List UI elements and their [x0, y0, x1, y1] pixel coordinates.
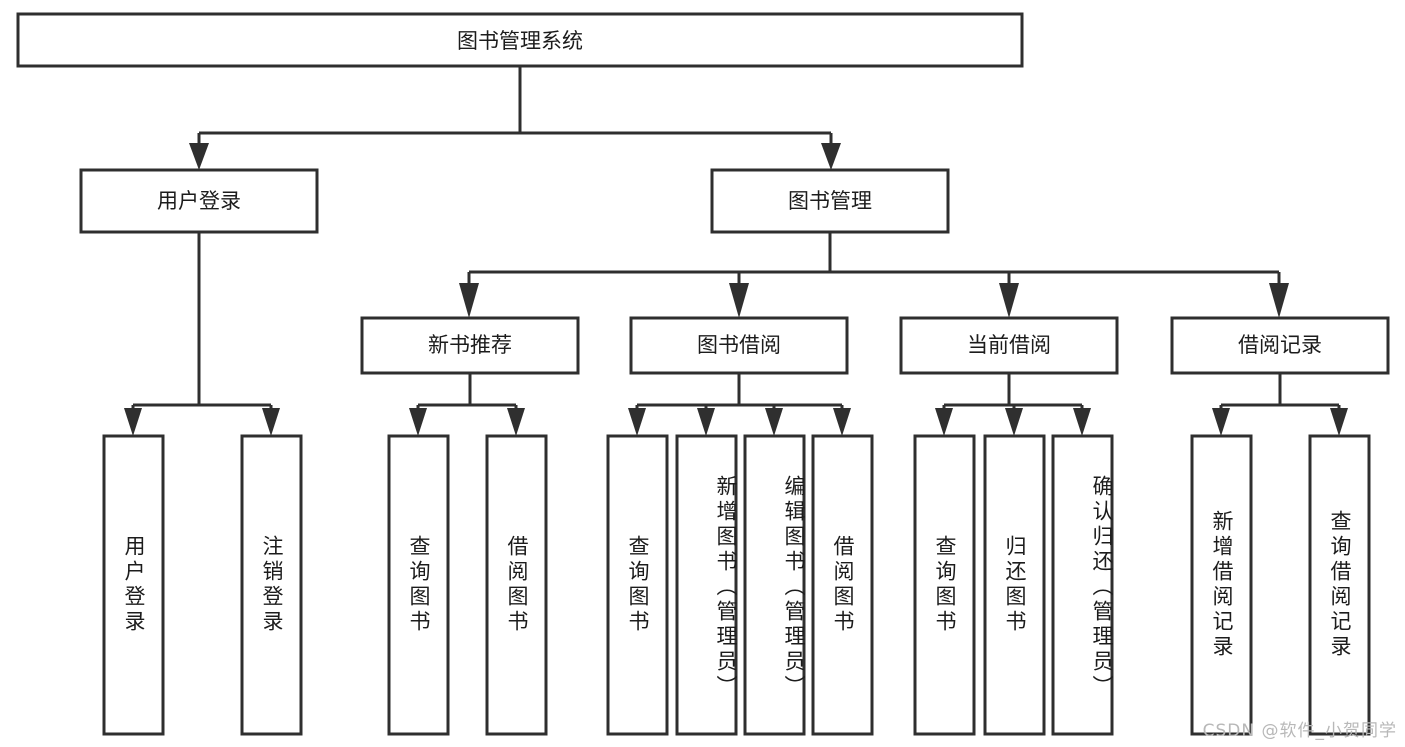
connector-user-login-to-leaves	[124, 232, 280, 436]
arrow-to-book-manage	[821, 143, 841, 170]
connector-borrow-record-to-leaves	[1212, 373, 1348, 436]
leaf-box-10[interactable]	[1051, 434, 1114, 736]
new-book-recommend-label: 新书推荐	[428, 333, 512, 357]
user-login-label: 用户登录	[157, 189, 241, 213]
book-borrow-label: 图书借阅	[697, 333, 781, 357]
root-box	[16, 12, 1024, 68]
node-book-manage[interactable]: 图书管理	[710, 168, 950, 234]
leaf-box-4[interactable]	[606, 434, 669, 736]
leaf-box-2[interactable]	[387, 434, 450, 736]
node-user-login[interactable]: 用户登录	[79, 168, 319, 234]
connector-new-book-recommend-to-leaves	[409, 373, 525, 436]
user-login-box	[79, 168, 319, 234]
leaf-box-12[interactable]	[1308, 434, 1371, 736]
leaf-boxes	[102, 434, 1371, 736]
node-current-borrow[interactable]: 当前借阅	[899, 316, 1119, 375]
node-root[interactable]: 图书管理系统	[16, 12, 1024, 68]
current-borrow-label: 当前借阅	[967, 333, 1051, 357]
node-book-borrow[interactable]: 图书借阅	[629, 316, 849, 375]
connector-book-borrow-to-leaves	[628, 373, 851, 436]
leaf-box-9[interactable]	[983, 434, 1046, 736]
connector-root-to-level2	[189, 66, 841, 170]
watermark: CSDN @软件_小贺同学	[1202, 721, 1397, 741]
leaf-box-11[interactable]	[1190, 434, 1253, 736]
node-new-book-recommend[interactable]: 新书推荐	[360, 316, 580, 375]
connector-book-manage-to-level3	[459, 232, 1289, 318]
leaf-box-8[interactable]	[913, 434, 976, 736]
leaf-box-3[interactable]	[485, 434, 548, 736]
current-borrow-box	[899, 316, 1119, 375]
leaf-box-5[interactable]	[675, 434, 738, 736]
arrow-to-user-login	[189, 143, 209, 170]
new-book-recommend-box	[360, 316, 580, 375]
connector-current-borrow-to-leaves	[935, 373, 1091, 436]
borrow-record-label: 借阅记录	[1238, 333, 1322, 357]
leaf-box-6[interactable]	[743, 434, 806, 736]
node-borrow-record[interactable]: 借阅记录	[1170, 316, 1390, 375]
book-manage-label: 图书管理	[788, 189, 872, 213]
leaf-box-7[interactable]	[811, 434, 874, 736]
root-label: 图书管理系统	[457, 29, 583, 53]
leaf-box-0[interactable]	[102, 434, 165, 736]
leaf-box-1[interactable]	[240, 434, 303, 736]
